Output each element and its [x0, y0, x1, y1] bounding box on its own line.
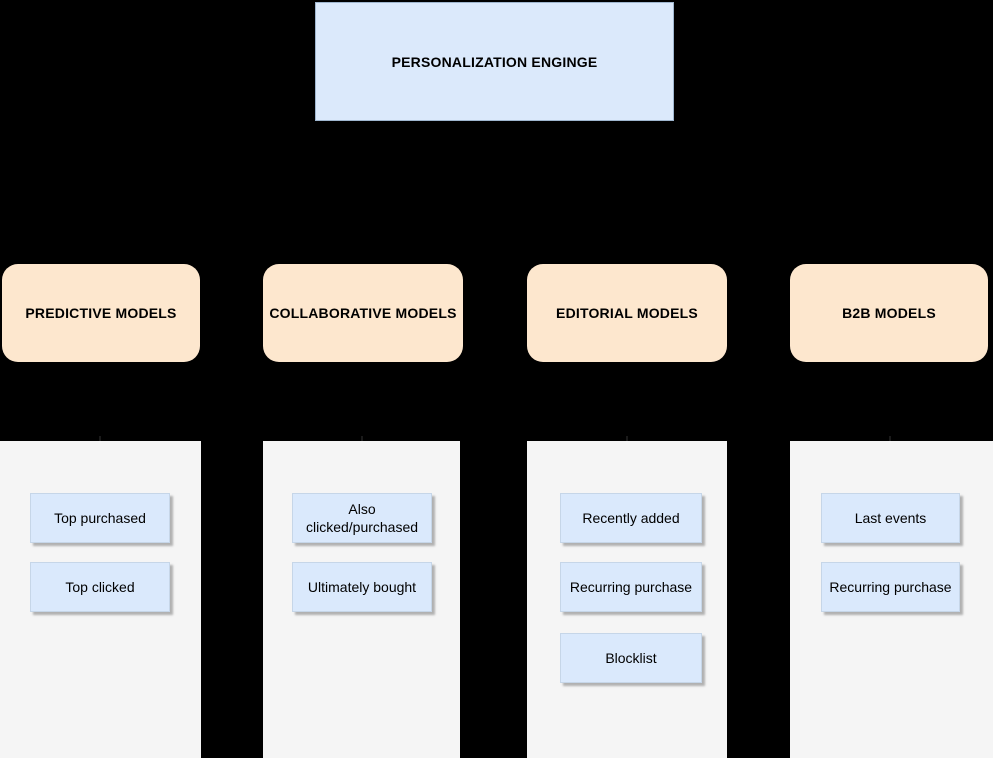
category-label: COLLABORATIVE MODELS — [269, 305, 457, 321]
group-panel-predictive: Top purchased Top clicked — [0, 441, 201, 758]
root-node-personalization-engine: PERSONALIZATION ENGINGE — [315, 2, 674, 121]
group-panel-editorial: Recently added Recurring purchase Blockl… — [527, 441, 727, 758]
model-node: Top purchased — [30, 493, 170, 543]
category-node-predictive-models: PREDICTIVE MODELS — [2, 264, 200, 362]
model-node: Last events — [821, 493, 960, 543]
model-label: Last events — [854, 509, 927, 526]
model-node: Ultimately bought — [292, 562, 432, 612]
category-label: PREDICTIVE MODELS — [25, 305, 177, 321]
model-label: Recurring purchase — [569, 578, 693, 595]
model-label: Blocklist — [605, 649, 657, 666]
model-node: Also clicked/purchased — [292, 493, 432, 543]
model-label: Also clicked/purchased — [305, 500, 419, 535]
group-panel-b2b: Last events Recurring purchase — [790, 441, 993, 758]
category-node-collaborative-models: COLLABORATIVE MODELS — [263, 264, 463, 362]
diagram-title: PERSONALIZATION ENGINGE — [391, 53, 598, 70]
group-panel-collaborative: Also clicked/purchased Ultimately bought — [263, 441, 460, 758]
category-label: EDITORIAL MODELS — [556, 305, 698, 321]
model-label: Ultimately bought — [307, 578, 417, 595]
category-node-editorial-models: EDITORIAL MODELS — [527, 264, 727, 362]
category-label: B2B MODELS — [842, 305, 936, 321]
model-node: Recurring purchase — [560, 562, 702, 612]
model-node: Recurring purchase — [821, 562, 960, 612]
model-node: Recently added — [560, 493, 702, 543]
model-label: Top clicked — [65, 578, 135, 595]
model-label: Recently added — [582, 509, 680, 526]
category-node-b2b-models: B2B MODELS — [790, 264, 988, 362]
model-node: Top clicked — [30, 562, 170, 612]
model-node: Blocklist — [560, 633, 702, 683]
model-label: Recurring purchase — [829, 578, 952, 595]
model-label: Top purchased — [54, 509, 146, 526]
